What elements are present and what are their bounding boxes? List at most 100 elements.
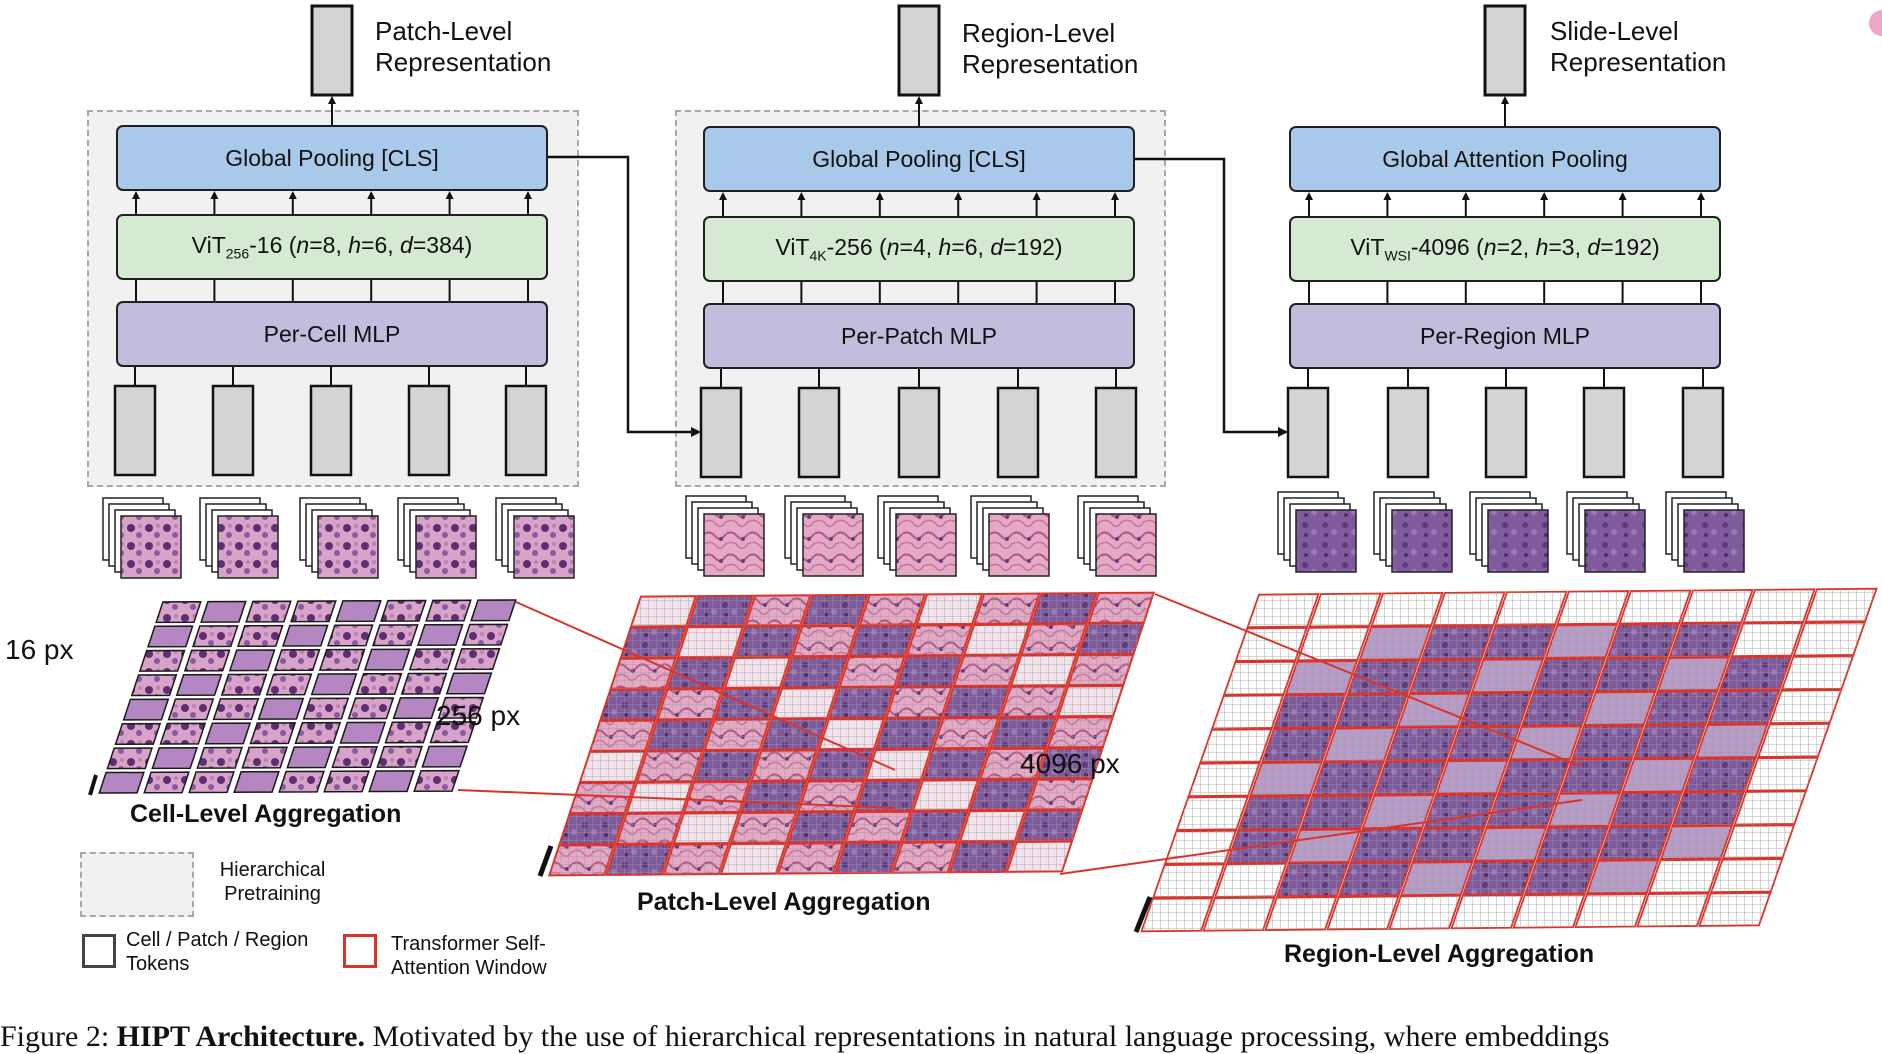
region-tile-subgrid bbox=[1165, 830, 1236, 864]
region-tile-subgrid bbox=[1619, 590, 1691, 624]
region-tile-subgrid bbox=[1684, 758, 1756, 792]
patch-tile-subgrid bbox=[1037, 748, 1103, 779]
region-tile-subgrid bbox=[1448, 726, 1520, 760]
cell-tile bbox=[318, 648, 366, 671]
patch-to-region-connector bbox=[1135, 157, 1288, 437]
patch-tile-subgrid bbox=[778, 843, 843, 874]
image-stack-layer bbox=[415, 515, 477, 579]
aggregation-grids bbox=[88, 587, 1878, 933]
patch-tile-subgrid bbox=[761, 719, 827, 750]
scale-bar-patch bbox=[537, 845, 554, 877]
region-tile-subgrid bbox=[1743, 589, 1815, 623]
patch-tile-subgrid bbox=[1068, 654, 1134, 686]
region-tile-subgrid bbox=[1587, 860, 1659, 894]
token-bar bbox=[113, 384, 157, 477]
region-tile-subgrid bbox=[1782, 656, 1853, 690]
cell-tile bbox=[470, 599, 517, 622]
cell-to-patch-connector bbox=[548, 155, 701, 437]
cell-tile bbox=[106, 747, 154, 770]
cell-tile bbox=[278, 770, 325, 793]
patch-tile-subgrid bbox=[1021, 624, 1087, 655]
cell-tile bbox=[286, 746, 334, 769]
connector-lines bbox=[132, 96, 1705, 437]
legend-window-label: Transformer Self- Attention Window bbox=[391, 933, 547, 979]
token-bar bbox=[1286, 386, 1330, 479]
region-tile-subgrid bbox=[1235, 627, 1307, 661]
region-tile-subgrid bbox=[1460, 693, 1532, 727]
region-tile-subgrid bbox=[1250, 762, 1322, 796]
patch-tile-subgrid bbox=[735, 626, 801, 657]
patch-tile-subgrid bbox=[731, 812, 796, 843]
region-tile-subgrid bbox=[1699, 892, 1771, 926]
token-bar bbox=[1681, 386, 1725, 479]
patch-tile-subgrid bbox=[907, 625, 972, 656]
representation-bar bbox=[1483, 4, 1527, 97]
region-tile-subgrid bbox=[1622, 758, 1694, 792]
representation-bars bbox=[310, 4, 1527, 97]
cell-tile bbox=[130, 674, 178, 697]
region-tile-subgrid bbox=[1669, 623, 1741, 657]
cell-tile bbox=[302, 697, 350, 720]
patch-tile-subgrid bbox=[772, 688, 837, 719]
scale-bar-cell bbox=[88, 774, 98, 796]
region-tile-subgrid bbox=[1398, 693, 1470, 727]
patch-tile-subgrid bbox=[970, 779, 1036, 811]
region-tile-subgrid bbox=[1746, 757, 1818, 791]
token-bar bbox=[996, 386, 1040, 479]
patch-level-aggregation-label: Patch-Level Aggregation bbox=[637, 888, 931, 916]
region-tile-subgrid bbox=[1607, 624, 1679, 658]
region-tile-subgrid bbox=[1153, 864, 1225, 898]
legend-pretraining-label: Hierarchical Pretraining bbox=[219, 859, 326, 905]
region-tile-subgrid bbox=[1498, 760, 1570, 794]
region-tile-subgrid bbox=[1300, 795, 1372, 829]
region-tile-subgrid bbox=[1336, 694, 1408, 728]
patch-tile-subgrid bbox=[647, 720, 713, 751]
token-bar bbox=[407, 384, 451, 477]
region-tile-subgrid bbox=[1734, 791, 1806, 825]
region-tile-subgrid bbox=[1793, 622, 1865, 656]
cell-tile bbox=[380, 599, 427, 622]
region-tile-subgrid bbox=[1141, 898, 1213, 932]
patch-tile-subgrid bbox=[974, 593, 1040, 624]
region-tile-subgrid bbox=[1672, 792, 1744, 826]
patch-tile-subgrid bbox=[792, 625, 858, 657]
cell-tile bbox=[146, 625, 194, 648]
region-tile-subgrid bbox=[1708, 690, 1780, 724]
region-tile-subgrid bbox=[1557, 591, 1629, 625]
region-tile-subgrid bbox=[1247, 594, 1319, 628]
region-tile-subgrid bbox=[1312, 761, 1384, 795]
image-stack-layer bbox=[1487, 509, 1549, 573]
region-tile-subgrid bbox=[1286, 661, 1357, 695]
patch-tile-subgrid bbox=[1017, 810, 1083, 841]
patch-tile-subgrid bbox=[606, 844, 672, 875]
patch-tile-subgrid bbox=[782, 657, 848, 688]
image-stack-layer bbox=[1295, 509, 1357, 573]
zoom-lines bbox=[457, 593, 1583, 875]
cell-tile bbox=[408, 648, 456, 671]
per-cell-mlp-box: Per-Cell MLP bbox=[116, 301, 548, 367]
per-region-mlp-box: Per-Region MLP bbox=[1289, 303, 1721, 369]
global-pooling-cls-box-1: Global Pooling [CLS] bbox=[116, 125, 548, 191]
patch-tile-subgrid bbox=[1031, 593, 1097, 624]
cell-tile bbox=[159, 722, 207, 745]
image-stack-layer bbox=[120, 515, 182, 579]
patch-tile-subgrid bbox=[819, 718, 884, 750]
cell-tile bbox=[138, 649, 186, 672]
cell-tile bbox=[257, 697, 305, 720]
rep-label-region: Region-Level Representation bbox=[962, 18, 1139, 79]
cell-tile bbox=[331, 745, 379, 769]
cell-tile bbox=[437, 696, 485, 719]
region-tile-subgrid bbox=[1658, 657, 1729, 691]
region-tile-subgrid bbox=[1203, 897, 1275, 931]
patch-tile-subgrid bbox=[725, 657, 790, 688]
patch-tile-subgrid bbox=[1001, 686, 1066, 717]
patch-tile-subgrid bbox=[1048, 717, 1113, 748]
cell-tile bbox=[167, 698, 215, 721]
zoom-link-line bbox=[515, 601, 896, 771]
token-bar bbox=[1582, 386, 1626, 479]
region-tile-subgrid bbox=[1297, 627, 1369, 661]
patch-tile-subgrid bbox=[949, 841, 1015, 873]
cell-tile bbox=[204, 722, 252, 745]
cell-tile bbox=[416, 623, 464, 647]
cell-tile bbox=[384, 721, 432, 744]
